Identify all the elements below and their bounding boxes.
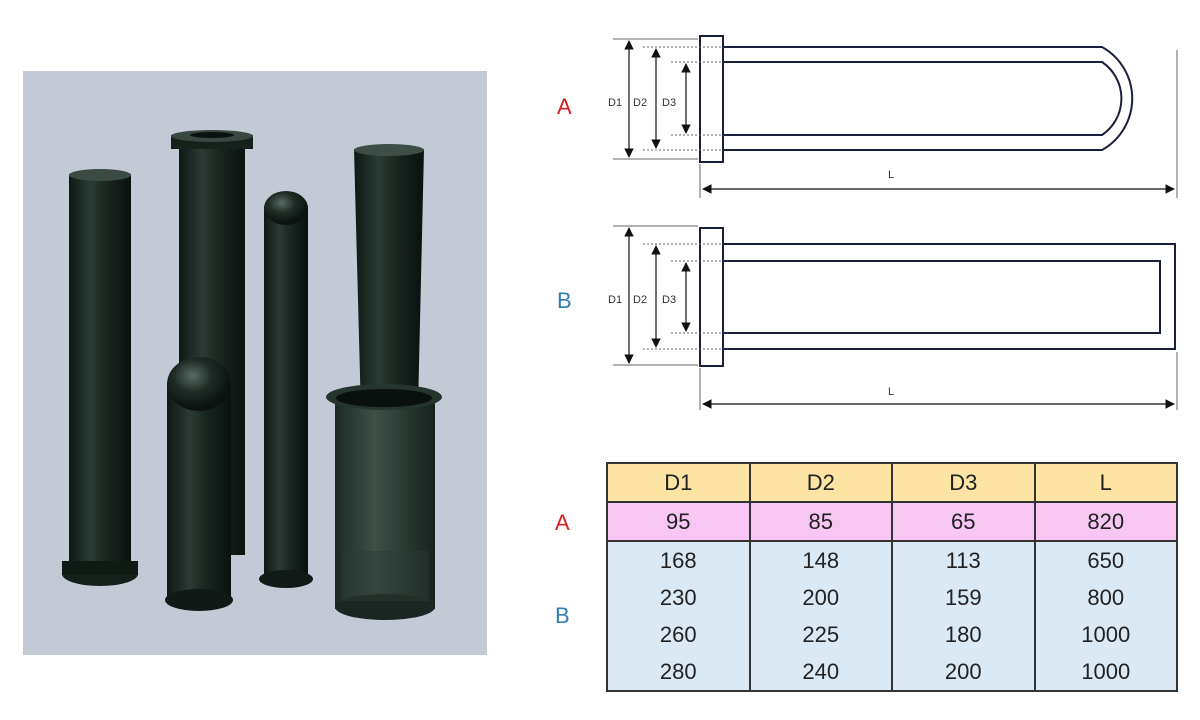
header-d3: D3 [891,462,1036,503]
crucible-cup [326,384,442,620]
table-cell: 240 [748,653,893,692]
variant-b-flange [699,227,724,367]
table-cell: 200 [891,653,1036,692]
variant-a-d2-label: D2 [633,97,647,109]
tube-domed-short [165,357,233,611]
table-row-label-b: B [555,603,570,628]
table-row: 260 225 180 1000 [606,616,1178,653]
table-cell: 260 [606,616,751,653]
table-row-label-a: A [555,510,570,535]
table-cell: 230 [606,579,751,616]
table-cell: 95 [606,502,751,542]
table-cell: 159 [891,579,1036,616]
variant-b-d1-label: D1 [608,294,622,306]
header-d1: D1 [606,462,751,503]
table-cell: 225 [748,616,893,653]
table-row: 168 148 113 650 [606,541,1178,579]
variant-a-tube-inner [723,61,1123,136]
table-row: 230 200 159 800 [606,579,1178,616]
variant-a-d3-label: D3 [662,97,676,109]
table-cell: 65 [891,502,1036,542]
table-cell: 148 [748,541,893,579]
variant-a-d1-label: D1 [608,97,622,109]
table-cell: 820 [1033,502,1178,542]
table-cell: 800 [1033,579,1178,616]
variant-b-d3-label: D3 [662,294,676,306]
variant-b-l-label: L [888,386,894,398]
table-header-row: D1 D2 D3 L [606,462,1178,503]
header-l: L [1033,462,1178,503]
variant-b-letter: B [557,288,572,313]
table-cell: 650 [1033,541,1178,579]
variant-a-tube-outer [723,46,1134,151]
variant-a-flange [699,35,724,163]
dimension-table-section: A B D1 D2 D3 L 95 85 65 820 168 148 113 … [540,460,1180,692]
table-cell: 1000 [1033,616,1178,653]
table-row: 95 85 65 820 [606,502,1178,542]
tube-dimension-diagram: A D1 D2 D3 L B [557,35,1178,410]
variant-a-letter: A [557,94,572,119]
table-cell: 280 [606,653,751,692]
variant-a-l-label: L [888,169,894,181]
tube-tall-left [62,169,138,586]
tube-domed-slender [259,191,313,588]
table-cell: 200 [748,579,893,616]
tube-tapered-right [354,144,424,451]
dimension-table: D1 D2 D3 L 95 85 65 820 168 148 113 650 … [606,462,1178,692]
variant-b-tube-inner [722,260,1161,334]
table-cell: 180 [891,616,1036,653]
product-photo [23,71,487,655]
header-d2: D2 [748,462,893,503]
variant-b-drawing: B D1 D2 D3 L [557,225,1178,410]
table-cell: 1000 [1033,653,1178,692]
variant-a-drawing: A D1 D2 D3 L [557,35,1178,198]
variant-b-d2-label: D2 [633,294,647,306]
table-cell: 168 [606,541,751,579]
table-row: 280 240 200 1000 [606,653,1178,692]
table-cell: 113 [891,541,1036,579]
table-cell: 85 [748,502,893,542]
